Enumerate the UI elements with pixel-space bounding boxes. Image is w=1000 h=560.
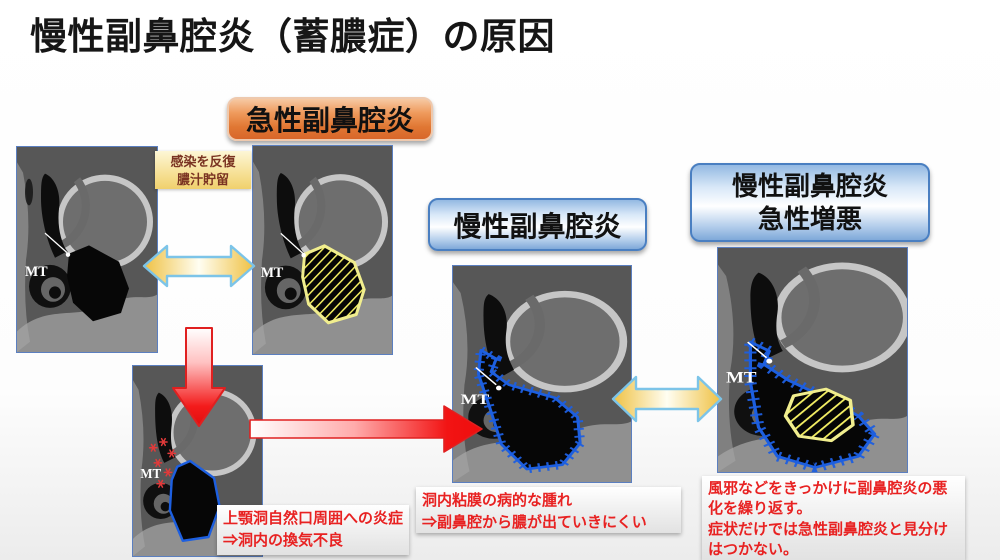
double-arrow-icon xyxy=(142,239,256,294)
badge-acute-sinusitis: 急性副鼻腔炎 xyxy=(227,97,433,141)
caption-cold-line2: 症状だけでは急性副鼻腔炎と見分けはつかない。 xyxy=(708,520,949,558)
double-arrow-icon xyxy=(611,369,723,429)
pus-region-yellow-hatch xyxy=(783,387,855,443)
right-arrow-icon xyxy=(248,404,484,454)
down-arrow-icon xyxy=(171,326,227,428)
badge-chronic-sinusitis: 慢性副鼻腔炎 xyxy=(428,198,647,251)
caption-ostium-line2: ⇒洞内の換気不良 xyxy=(223,531,344,549)
ct-scan-acute-image: MT xyxy=(253,146,392,354)
ct-scan-chronic: MT xyxy=(452,265,632,483)
mt-label: MT xyxy=(140,466,161,481)
caption-mucosa-line2: ⇒副鼻腔から膿が出ていきにくい xyxy=(422,513,647,531)
note-line1: 感染を反復 xyxy=(170,154,236,169)
ct-scan-exacerbation-image: MT xyxy=(718,248,907,472)
mucosa-region-blue-fringe xyxy=(473,342,586,474)
caption-mucosa-line1: 洞内粘膜の病的な腫れ xyxy=(422,492,573,509)
caption-cold-trigger: 風邪などをきっかけに副鼻腔炎の悪化を繰り返す。 症状だけでは急性副鼻腔炎と見分け… xyxy=(702,476,965,560)
mt-label: MT xyxy=(461,391,490,408)
caption-mucosa-swelling: 洞内粘膜の病的な腫れ ⇒副鼻腔から膿が出ていきにくい xyxy=(416,487,681,533)
mt-label: MT xyxy=(261,265,284,281)
mt-label: MT xyxy=(25,264,48,280)
sinus-region-blue-outline xyxy=(168,459,221,543)
caption-ostium-inflammation: 上顎洞自然口周囲への炎症 ⇒洞内の換気不良 xyxy=(217,505,409,555)
note-line2: 膿汁貯留 xyxy=(176,172,229,188)
mt-label: MT xyxy=(726,369,757,386)
caption-ostium-line1: 上顎洞自然口周囲への炎症 xyxy=(223,510,404,527)
ct-scan-acute: MT xyxy=(252,145,393,355)
badge-chronic-label: 慢性副鼻腔炎 xyxy=(453,210,622,242)
caption-cold-line1: 風邪などをきっかけに副鼻腔炎の悪化を繰り返す。 xyxy=(708,480,948,518)
ct-scan-normal: MT xyxy=(16,146,158,353)
ct-scan-exacerbation: MT xyxy=(717,247,908,473)
page-title: 慢性副鼻腔炎（蓄膿症）の原因 xyxy=(30,16,555,57)
ct-scan-normal-image: MT xyxy=(17,147,157,352)
ct-scan-chronic-image: MT xyxy=(453,266,631,482)
note-infection-recurrence: 感染を反復 膿汁貯留 xyxy=(155,151,251,189)
badge-exac-line2: 急性増悪 xyxy=(757,203,862,234)
badge-acute-exacerbation: 慢性副鼻腔炎 急性増悪 xyxy=(690,163,930,242)
badge-acute-label: 急性副鼻腔炎 xyxy=(245,105,414,136)
badge-exac-line1: 慢性副鼻腔炎 xyxy=(731,171,888,201)
pus-region-yellow-hatch xyxy=(301,244,366,325)
inflammation-marks-red xyxy=(148,437,177,488)
